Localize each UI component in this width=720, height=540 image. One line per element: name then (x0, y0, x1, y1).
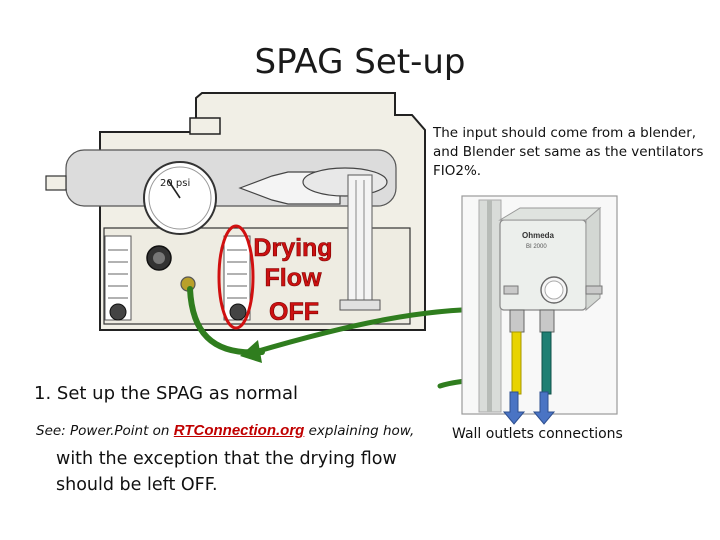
rtconnection-link[interactable]: RTConnection.org (173, 422, 305, 439)
pressure-gauge: 20 psi (143, 161, 217, 235)
control-knob (146, 245, 172, 271)
blender-device: Ohmeda BI 2000 (461, 195, 618, 415)
top-tab (189, 117, 221, 135)
wall-outlets-label: Wall outlets connections (452, 426, 623, 442)
step-1-text: 1. Set up the SPAG as normal (34, 383, 298, 404)
page-title: SPAG Set-up (254, 42, 466, 82)
flowmeter-left (104, 235, 132, 321)
see-prefix: See: Power.Point on (36, 423, 174, 439)
spag-device (45, 92, 426, 331)
flowmeter-drying (223, 235, 251, 321)
wall-outlet-arrows (502, 391, 556, 425)
nebulizer-column (347, 174, 373, 308)
gauge-label: 20 psi (160, 178, 190, 189)
left-port (45, 175, 67, 191)
gauge-needle (167, 179, 181, 199)
drying-label-line2: Flow (265, 264, 322, 292)
blender-brand: Ohmeda (522, 231, 555, 240)
drying-flow-label: Drying Flow OFF (253, 234, 333, 327)
blender-note: The input should come from a blender, an… (433, 125, 704, 179)
arrow-down-left (502, 391, 526, 425)
nebulizer-top (302, 167, 388, 197)
see-reference: See: Power.Point on RTConnection.org exp… (36, 422, 414, 439)
drying-label-line3: OFF (269, 298, 319, 326)
drying-flowmeter-highlight (217, 224, 255, 330)
hose-arrowhead (240, 340, 262, 363)
arrow-down-right (532, 391, 556, 425)
blender-model: BI 2000 (526, 244, 547, 250)
yellow-tube (511, 331, 522, 395)
exception-text: with the exception that the drying flow … (56, 449, 397, 495)
drying-label-line1: Drying (253, 234, 332, 262)
see-suffix: explaining how, (304, 423, 415, 439)
teal-tube (541, 331, 552, 395)
